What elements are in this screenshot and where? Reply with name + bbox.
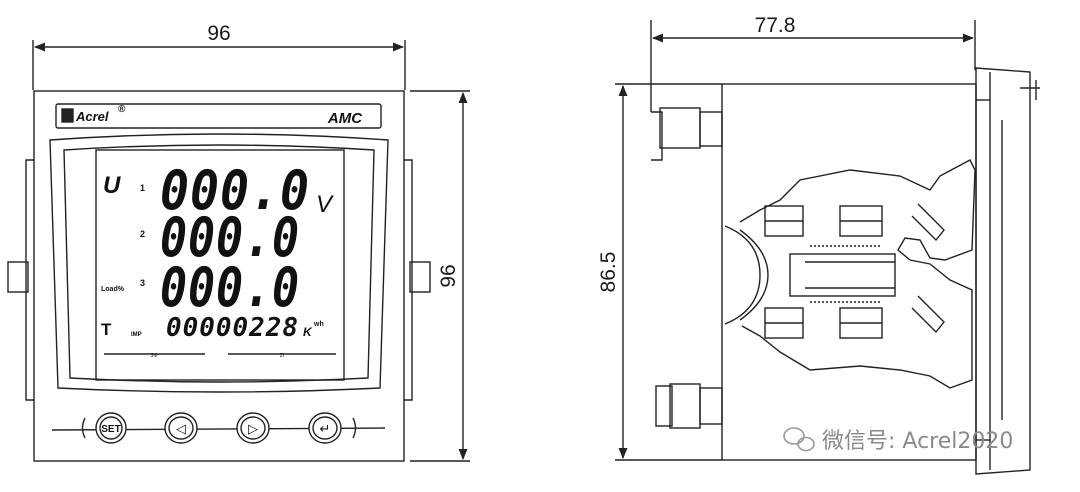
row-number-3: 3 [140,278,145,288]
enter-arrow-icon: ↵ [320,421,331,436]
side-depth-label: 77.8 [755,14,796,37]
side-height-label: 86.5 [597,252,620,293]
side-depth-dimension [650,20,976,112]
right-arrow-icon: ▷ [248,421,258,436]
set-button-label: SET [101,424,120,435]
display-row-1: 000.0 [160,159,310,222]
display-row-2: 000.0 [160,206,300,269]
left-button[interactable] [164,412,198,444]
button-rail-cap-left [81,417,86,439]
load-label: Load% [101,286,125,293]
front-height-dimension [410,90,470,462]
upper-hook [911,203,945,242]
unit-symbol: V [316,191,334,218]
total-label: T [101,320,112,339]
quantity-symbol: U [103,172,121,199]
bottom-terminal-plug [655,385,673,427]
right-clip [404,159,413,401]
left-clip [25,159,34,401]
side-view [615,20,1040,475]
bottom-terminal-connector [699,387,723,425]
energy-unit: wh [313,321,324,328]
side-bezel [975,67,1031,475]
front-bezel [33,90,405,462]
display-frame [49,133,389,393]
top-terminal-block [659,107,701,149]
energy-prefix: K [303,325,313,339]
brand-name: Acrel [75,109,109,124]
acrel-logo-icon [61,108,74,123]
model-name: AMC [327,110,363,127]
label-strip [55,103,382,129]
clip-roller-outer [724,225,761,325]
front-buttons [95,412,342,444]
front-width-label: 96 [207,22,230,45]
front-height-label: 96 [437,264,460,287]
front-width-dimension [32,40,406,90]
top-terminal-connector [699,111,723,147]
bar-label-left: 3Φ [151,353,158,359]
right-latch [409,261,431,293]
lcd-screen [95,149,345,381]
wechat-icon [783,427,815,452]
row-number-1: 1 [140,183,145,193]
enter-button[interactable] [308,412,342,444]
bottom-terminal-block [669,383,701,429]
button-rail-cap-right [352,417,357,439]
left-arrow-icon: ◁ [176,421,186,436]
right-button[interactable] [236,412,270,444]
watermark-text: 微信号: Acrel2020 [822,429,1013,454]
lower-hook [911,295,945,334]
bar-label-right: ΣI [280,353,284,359]
total-sub-label: IMP [131,332,142,338]
energy-value: 00000228 [166,313,299,343]
side-height-dimension [615,83,722,461]
mounting-clip [739,159,976,389]
clip-roller-inner [739,229,769,321]
set-button[interactable] [95,412,127,444]
display-row-3: 000.0 [160,256,300,319]
top-terminal-plug [651,111,663,161]
row-number-2: 2 [140,229,145,239]
brand-registered-mark: ® [118,104,126,115]
display-frame-inner [63,144,375,383]
spring-housing [789,253,896,297]
left-latch [7,261,29,293]
